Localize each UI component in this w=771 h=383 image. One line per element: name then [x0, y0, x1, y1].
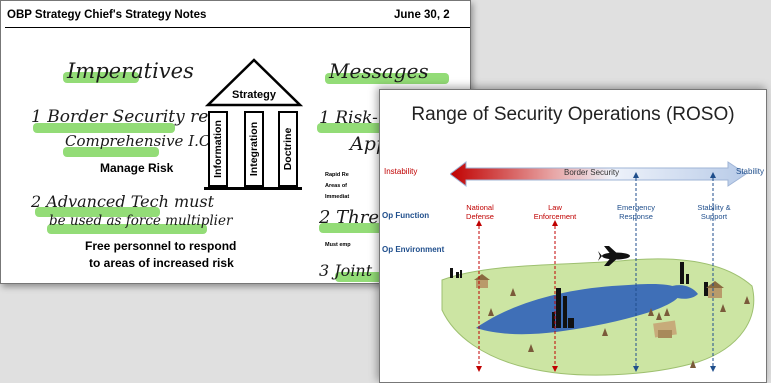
highlight-stroke — [63, 147, 159, 157]
notes-header-title: OBP Strategy Chief's Strategy Notes — [7, 9, 207, 21]
arrowheads — [476, 172, 716, 372]
column-label-line1: Law — [548, 203, 562, 212]
water-inlet — [666, 285, 698, 299]
instability-stability-arrow — [450, 161, 747, 187]
pillar-integration: Integration — [244, 111, 264, 187]
header-rule — [5, 27, 470, 28]
building-right-icon — [680, 262, 689, 284]
manage-risk-text: Manage Risk — [100, 161, 174, 175]
instability-label: Instability — [384, 167, 418, 176]
highlight-stroke — [319, 223, 383, 233]
strategy-roof-label: Strategy — [232, 89, 277, 101]
highlight-stroke — [63, 72, 139, 83]
column-label-line2: Support — [700, 211, 728, 221]
strategy-roof-triangle: Strategy — [205, 58, 303, 107]
pillar-integration-label: Integration — [248, 121, 260, 177]
roso-slide: Range of Security Operations (ROSO) Inst… — [379, 89, 767, 383]
highlight-stroke — [35, 207, 160, 217]
op-environment-label: Op Environment — [382, 245, 445, 254]
column-national-defense: National Defense — [452, 203, 508, 221]
imperatives-heading: Imperatives — [67, 59, 194, 83]
op-function-dashed-arrows — [478, 178, 714, 366]
small-text-must: Must emp — [325, 242, 351, 248]
highlight-stroke — [47, 224, 207, 234]
messages-heading: Messages — [329, 59, 429, 83]
highlight-stroke — [33, 123, 175, 133]
highlight-stroke — [335, 272, 385, 282]
border-security-label: Border Security — [564, 168, 620, 177]
roso-title: Range of Security Operations (ROSO) — [411, 104, 735, 125]
stability-label: Stability — [736, 167, 765, 176]
message-1-line1: 1 Risk- — [319, 108, 378, 128]
column-label-line2: Defense — [466, 211, 494, 221]
pillar-information: Information — [208, 111, 228, 187]
border-landscape-illustration — [441, 172, 755, 376]
building-left-icon — [450, 268, 462, 278]
pillar-information-label: Information — [212, 120, 224, 178]
imperative-1-line1: 1 Border Security req. — [31, 107, 225, 127]
small-text-immediate: Immediat — [325, 194, 350, 200]
message-1-line2: App — [350, 133, 389, 155]
column-label-line1: Emergency — [617, 203, 655, 212]
free-personnel-line1: Free personnel to respond — [85, 239, 237, 253]
tree-icons — [488, 288, 750, 368]
small-text-rapid: Rapid Re — [325, 172, 349, 178]
message-3: 3 Joint — [319, 261, 373, 280]
column-label-line1: National — [466, 203, 494, 212]
water-body — [476, 284, 681, 335]
strategy-base — [204, 187, 302, 190]
airplane-icon — [598, 246, 630, 266]
highlight-stroke — [317, 123, 387, 133]
column-label-line2: Enforcement — [533, 211, 577, 221]
column-emergency-response: Emergency Response — [606, 203, 666, 221]
column-law-enforcement: Law Enforcement — [525, 203, 585, 221]
pillar-doctrine-label: Doctrine — [282, 127, 294, 171]
pillar-doctrine: Doctrine — [278, 111, 298, 187]
notes-header-date: June 30, 2 — [394, 9, 450, 21]
small-text-areas: Areas of — [325, 183, 348, 189]
highlight-stroke — [325, 73, 449, 84]
building-cluster-icon — [552, 288, 574, 328]
imperative-2-line1: 2 Advanced Tech must — [31, 192, 215, 211]
message-2: 2 Threa — [319, 207, 390, 228]
column-label-line2: Response — [619, 211, 653, 221]
imperative-1-line2: Comprehensive I.C. — [65, 132, 215, 150]
house-icon — [474, 274, 724, 338]
column-label-line1: Stability & — [697, 203, 731, 212]
column-stability-support: Stability & Support — [684, 203, 744, 221]
free-personnel-line2: to areas of increased risk — [89, 256, 234, 270]
imperative-2-line2: be used as force multiplier — [49, 213, 233, 229]
op-function-label: Op Function — [382, 211, 430, 220]
